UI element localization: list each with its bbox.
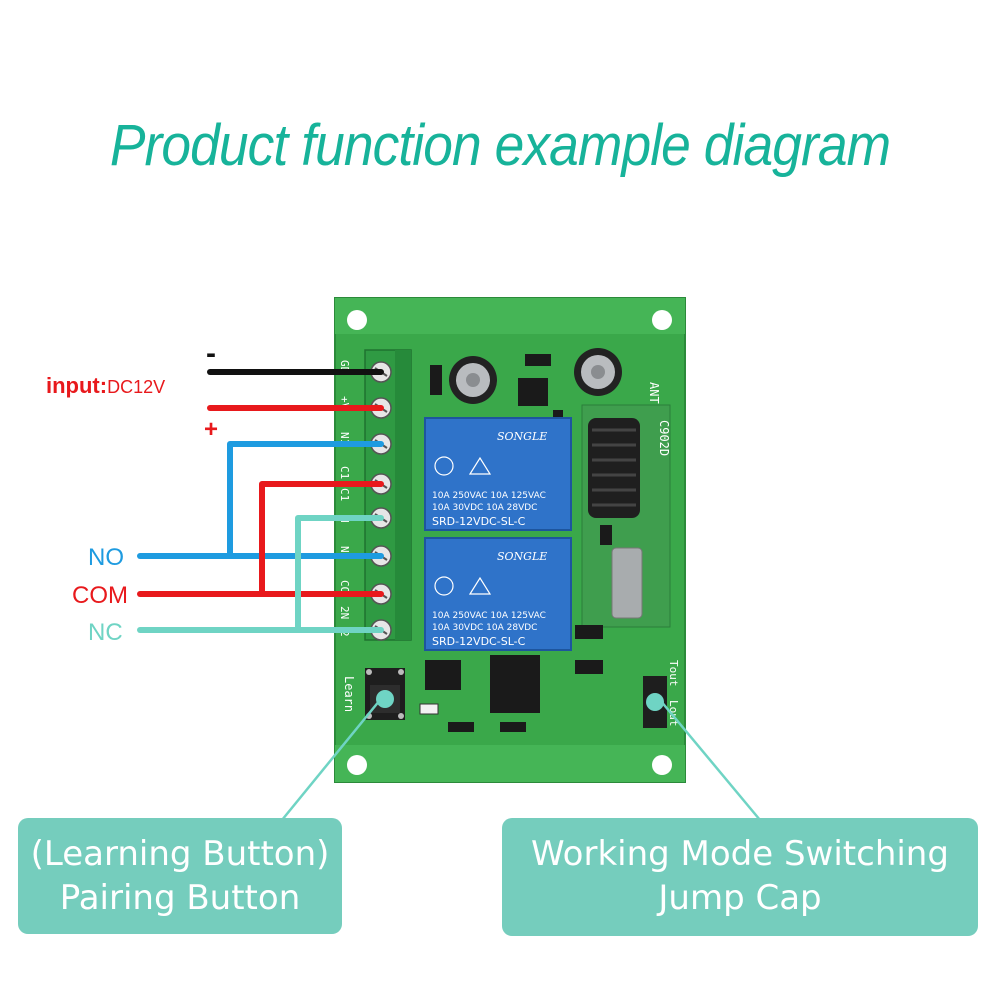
ic-chip bbox=[425, 660, 461, 690]
callout-left-line2: Pairing Button bbox=[59, 878, 301, 918]
leader-line-left bbox=[281, 699, 381, 821]
mount-hole bbox=[652, 310, 672, 330]
relay-brand: SONGLE bbox=[497, 550, 547, 563]
plus-label: + bbox=[204, 416, 218, 443]
ant-label: ANT bbox=[647, 382, 661, 404]
relay-rating: 10A 30VDC 10A 28VDC bbox=[432, 623, 537, 633]
terminal-label: CO bbox=[338, 580, 351, 593]
smd-chip bbox=[525, 354, 551, 366]
relay-rating: 10A 30VDC 10A 28VDC bbox=[432, 503, 537, 513]
diagram-title: Product function example diagram bbox=[109, 113, 891, 178]
com-label: COM bbox=[72, 582, 128, 609]
input-label: input:DC12V bbox=[46, 373, 165, 398]
mount-hole bbox=[347, 310, 367, 330]
led bbox=[419, 703, 439, 715]
mode-label-top: Tout bbox=[667, 660, 680, 687]
mode-jumper[interactable] bbox=[643, 676, 667, 728]
relay-rating: 10A 250VAC 10A 125VAC bbox=[432, 611, 546, 621]
callout-right-line1: Working Mode Switching bbox=[531, 834, 949, 874]
relay-2: SONGLE 10A 250VAC 10A 125VAC 10A 30VDC 1… bbox=[424, 537, 572, 651]
smd-chip bbox=[430, 365, 442, 395]
antenna-coil bbox=[588, 418, 640, 518]
ic-chip bbox=[490, 655, 540, 713]
smd-chip bbox=[575, 625, 603, 639]
callout-left-line1: (Learning Button) bbox=[30, 834, 330, 874]
wire-com-relay1 bbox=[259, 481, 384, 597]
wires bbox=[137, 369, 384, 633]
callout-learning-button: (Learning Button) Pairing Button bbox=[18, 818, 342, 934]
relay-rating: 10A 250VAC 10A 125VAC bbox=[432, 491, 546, 501]
smd-chip bbox=[518, 378, 548, 406]
smd-chip bbox=[575, 660, 603, 674]
relay-brand: SONGLE bbox=[497, 430, 547, 443]
capacitor bbox=[574, 348, 622, 396]
mount-hole bbox=[652, 755, 672, 775]
relay-1: SONGLE 10A 250VAC 10A 125VAC 10A 30VDC 1… bbox=[424, 417, 572, 531]
capacitor bbox=[449, 356, 497, 404]
mount-hole bbox=[347, 755, 367, 775]
terminal-label: C1 bbox=[338, 466, 351, 479]
module-label: C902D bbox=[657, 420, 671, 456]
smd-chip bbox=[500, 722, 526, 732]
relay-model: SRD-12VDC-SL-C bbox=[432, 635, 526, 648]
minus-label: - bbox=[206, 337, 216, 370]
terminal-label: C1 bbox=[338, 488, 351, 501]
no-label: NO bbox=[88, 544, 124, 571]
wire-no-relay1 bbox=[227, 441, 384, 559]
callout-jump-cap: Working Mode Switching Jump Cap bbox=[502, 818, 978, 936]
callout-right-line2: Jump Cap bbox=[658, 878, 822, 918]
terminal-label: 2N bbox=[338, 606, 351, 619]
relay-model: SRD-12VDC-SL-C bbox=[432, 515, 526, 528]
nc-label: NC bbox=[88, 619, 123, 646]
crystal bbox=[611, 547, 643, 619]
rf-module: C902D bbox=[581, 404, 671, 628]
smd-chip bbox=[448, 722, 474, 732]
leader-line-right bbox=[659, 699, 761, 821]
terminal-label: 2 bbox=[338, 630, 351, 637]
wire-nc-relay1 bbox=[295, 515, 384, 633]
learn-label: Learn bbox=[342, 676, 356, 712]
